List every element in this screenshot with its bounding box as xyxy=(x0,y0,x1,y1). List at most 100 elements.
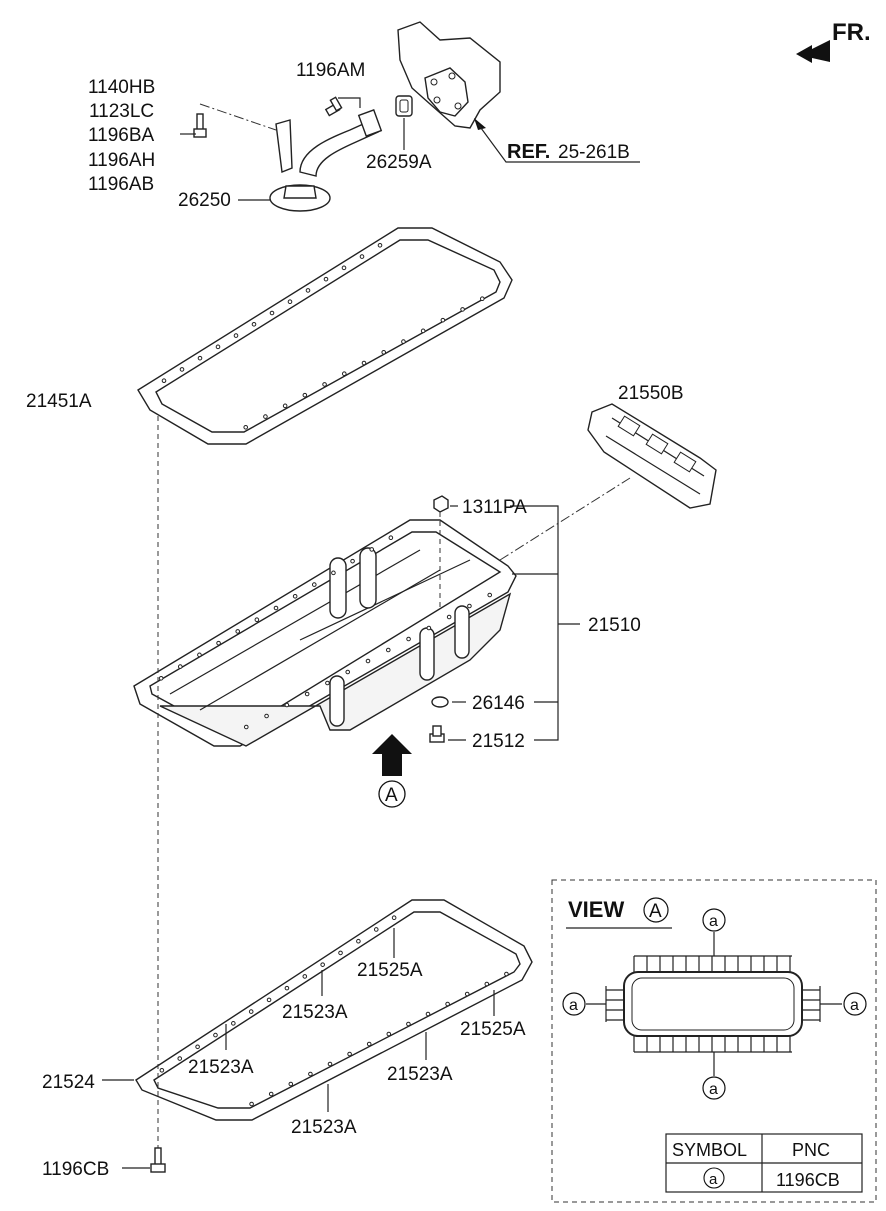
bolt-hole xyxy=(263,414,268,419)
front-arrow-icon xyxy=(796,40,830,63)
bolt-hole xyxy=(440,317,446,323)
bolt-hole xyxy=(347,1051,352,1057)
point-symbol-top: a xyxy=(709,913,718,930)
front-label: FR. xyxy=(832,19,871,46)
bolt-hole xyxy=(420,328,426,334)
washer-26146 xyxy=(431,696,449,708)
bolt-hole xyxy=(249,1101,254,1107)
bolt-hole xyxy=(487,592,493,598)
bolt-hole xyxy=(504,971,509,977)
bolt-hole xyxy=(308,1071,313,1077)
bolt-hole xyxy=(341,265,347,271)
label-26259a: 26259A xyxy=(366,152,432,173)
label-26250: 26250 xyxy=(178,190,231,211)
bolt-hole xyxy=(464,991,470,997)
bolt-hole xyxy=(179,367,185,372)
table-header-symbol: SYMBOL xyxy=(672,1140,747,1160)
bolt-hole xyxy=(350,558,355,564)
bolt-hole xyxy=(361,360,367,366)
label-1196ba: 1196BA xyxy=(88,125,155,146)
bolt-hole xyxy=(320,962,325,967)
bolt-hole xyxy=(216,640,221,646)
bolt-hole xyxy=(479,296,485,302)
view-a-arrow: A xyxy=(372,734,412,808)
bolt-hole xyxy=(177,664,183,669)
bolt-hole xyxy=(268,1091,274,1097)
bolt-hole xyxy=(284,702,290,708)
label-21525a-right: 21525A xyxy=(460,1019,526,1040)
bolt-hole xyxy=(197,355,203,361)
point-symbol-right: a xyxy=(850,997,859,1014)
point-symbol-bottom: a xyxy=(709,1081,718,1098)
bolt-hole xyxy=(460,307,465,312)
bolt-hole xyxy=(213,1032,218,1038)
bolt-hole xyxy=(311,582,317,587)
bolt-hole xyxy=(302,974,308,979)
nut-1311pa xyxy=(433,495,449,513)
bolt-hole xyxy=(425,1011,431,1017)
label-1123lc: 1123LC xyxy=(89,101,154,122)
label-21512: 21512 xyxy=(472,731,525,752)
label-21523a-3: 21523A xyxy=(387,1064,453,1085)
bolt-hole xyxy=(197,652,202,658)
table-header-pnc: PNC xyxy=(792,1140,830,1160)
bolt-hole xyxy=(273,605,279,611)
bolt-hole xyxy=(161,378,167,384)
table-cell-pnc: 1196CB xyxy=(776,1170,840,1190)
bolt-hole xyxy=(377,242,383,248)
bolt-1196cb xyxy=(150,1147,166,1173)
label-26146: 26146 xyxy=(472,693,525,714)
bolt-hole xyxy=(484,981,490,987)
label-1140hb: 1140HB xyxy=(88,77,155,98)
label-21523a-2: 21523A xyxy=(188,1057,254,1078)
bolt-hole xyxy=(235,629,241,634)
symbol-pnc-table: SYMBOL PNC a 1196CB xyxy=(665,1133,863,1193)
bolt-hole xyxy=(323,276,329,282)
view-box-letter: A xyxy=(649,901,662,922)
part-number-labels: 1140HB 1123LC 1196BA 1196AH 1196AB 26250… xyxy=(26,60,684,1180)
bolt-hole xyxy=(385,647,391,653)
bolt-hole xyxy=(243,424,249,430)
label-1311pa: 1311PA xyxy=(462,497,527,518)
oil-baffle xyxy=(587,403,717,509)
bolt-hole xyxy=(426,625,432,631)
front-direction-indicator: FR. xyxy=(796,19,871,63)
bolt-hole xyxy=(288,1081,294,1087)
drain-plug-21512 xyxy=(429,725,445,743)
bolt-hole xyxy=(248,1009,254,1014)
view-a-detail-box: VIEW A a a a a SYMBOL PN xyxy=(551,879,877,1203)
bolt-1196ba xyxy=(193,113,207,138)
bolt-hole xyxy=(391,915,397,921)
label-1196ah: 1196AH xyxy=(88,150,155,171)
bolt-hole xyxy=(215,344,221,350)
bolt-hole xyxy=(369,547,375,552)
label-21451a: 21451A xyxy=(26,391,92,412)
bolt-hole xyxy=(304,691,310,697)
bolt-1196am xyxy=(324,96,343,117)
label-21550b: 21550B xyxy=(618,383,684,404)
label-1196cb: 1196CB xyxy=(42,1159,109,1180)
bolt-hole xyxy=(406,636,411,642)
table-cell-symbol: a xyxy=(709,1171,718,1188)
bolt-hole xyxy=(331,570,336,576)
bolt-hole xyxy=(401,339,406,344)
bolt-hole xyxy=(177,1056,183,1061)
bolt-hole xyxy=(284,985,290,991)
up-arrow-icon xyxy=(372,734,412,776)
label-21525a-top: 21525A xyxy=(357,960,423,981)
gasket-26259a xyxy=(395,95,413,117)
bolt-hole xyxy=(233,333,239,338)
bolt-hole xyxy=(269,310,275,316)
oil-strainer-pipe xyxy=(269,109,383,212)
label-1196ab: 1196AB xyxy=(88,174,154,195)
bolt-hole xyxy=(327,1061,333,1067)
bolt-hole xyxy=(266,997,272,1003)
label-21510: 21510 xyxy=(588,615,641,636)
bolt-hole xyxy=(282,403,288,409)
label-1196am: 1196AM xyxy=(296,60,365,81)
bolt-hole xyxy=(373,927,379,932)
bolt-hole xyxy=(159,1067,165,1073)
bolt-hole xyxy=(345,669,351,675)
bolt-hole xyxy=(302,392,308,398)
